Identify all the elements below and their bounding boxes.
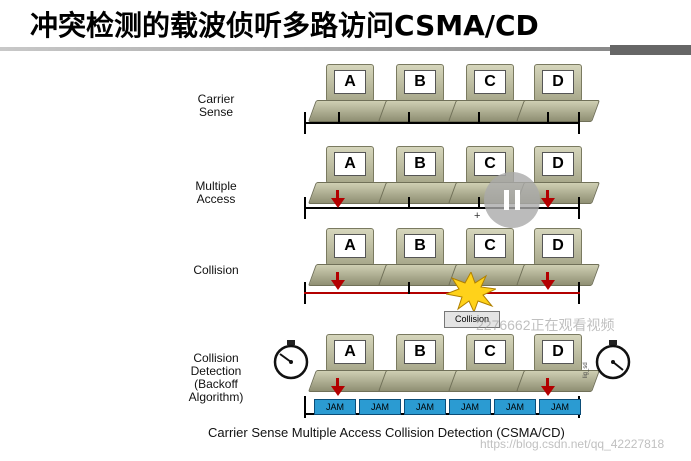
slide-title: 冲突检测的载波侦听多路访问CSMA/CD	[30, 9, 539, 42]
viewer-count-watermark: 2276662正在观看视频	[476, 317, 615, 333]
jam-signal: JAM	[359, 399, 401, 415]
bus-line	[304, 122, 580, 124]
computer-c: C	[447, 334, 533, 392]
row-label-multiple-access: Multiple Access	[195, 179, 237, 206]
computer-b: B	[377, 228, 463, 286]
computer-a: A	[307, 334, 393, 392]
computer-a: A	[307, 146, 393, 204]
transmit-arrow-a	[331, 386, 345, 396]
row-label-carrier-sense: Carrier Sense	[197, 92, 235, 119]
figure-caption: Carrier Sense Multiple Access Collision …	[208, 425, 565, 440]
bus-line-signal	[304, 292, 580, 294]
computer-d: D	[515, 334, 601, 392]
computer-a: A	[307, 228, 393, 286]
cursor-icon: +	[474, 210, 481, 222]
computer-b: B	[377, 146, 463, 204]
computer-c: C	[447, 64, 533, 122]
transmit-arrow-d	[541, 386, 555, 396]
source-url-watermark: https://blog.csdn.net/qq_42227818	[480, 437, 665, 451]
computer-a: A	[307, 64, 393, 122]
computer-b: B	[377, 334, 463, 392]
computer-c: C	[447, 228, 533, 286]
computer-d: D	[515, 64, 601, 122]
jam-signal: JAM	[404, 399, 446, 415]
computer-d: D	[515, 146, 601, 204]
jam-signal: JAM	[449, 399, 491, 415]
transmit-arrow-a	[331, 280, 345, 290]
transmit-arrow-d	[541, 280, 555, 290]
bus-terminator-left	[304, 396, 306, 418]
stopwatch-icon	[273, 340, 309, 380]
transmit-arrow-a	[331, 198, 345, 208]
computer-d: D	[515, 228, 601, 286]
jam-signal: JAM	[539, 399, 581, 415]
title-underline	[0, 47, 691, 51]
figure-code: lig_sd	[583, 362, 589, 378]
collision-burst-icon	[446, 272, 496, 312]
row-label-collision: Collision	[193, 263, 239, 277]
transmit-arrow-d	[541, 198, 555, 208]
jam-signal: JAM	[314, 399, 356, 415]
title-underline-accent	[610, 45, 691, 55]
video-pause-button[interactable]	[484, 172, 540, 228]
stopwatch-icon	[595, 340, 631, 380]
collision-label: Collision	[444, 311, 500, 328]
computer-b: B	[377, 64, 463, 122]
bus-line	[304, 207, 580, 209]
row-label-collision-detection: Collision Detection (Backoff Algorithm)	[188, 351, 244, 404]
jam-signal: JAM	[494, 399, 536, 415]
